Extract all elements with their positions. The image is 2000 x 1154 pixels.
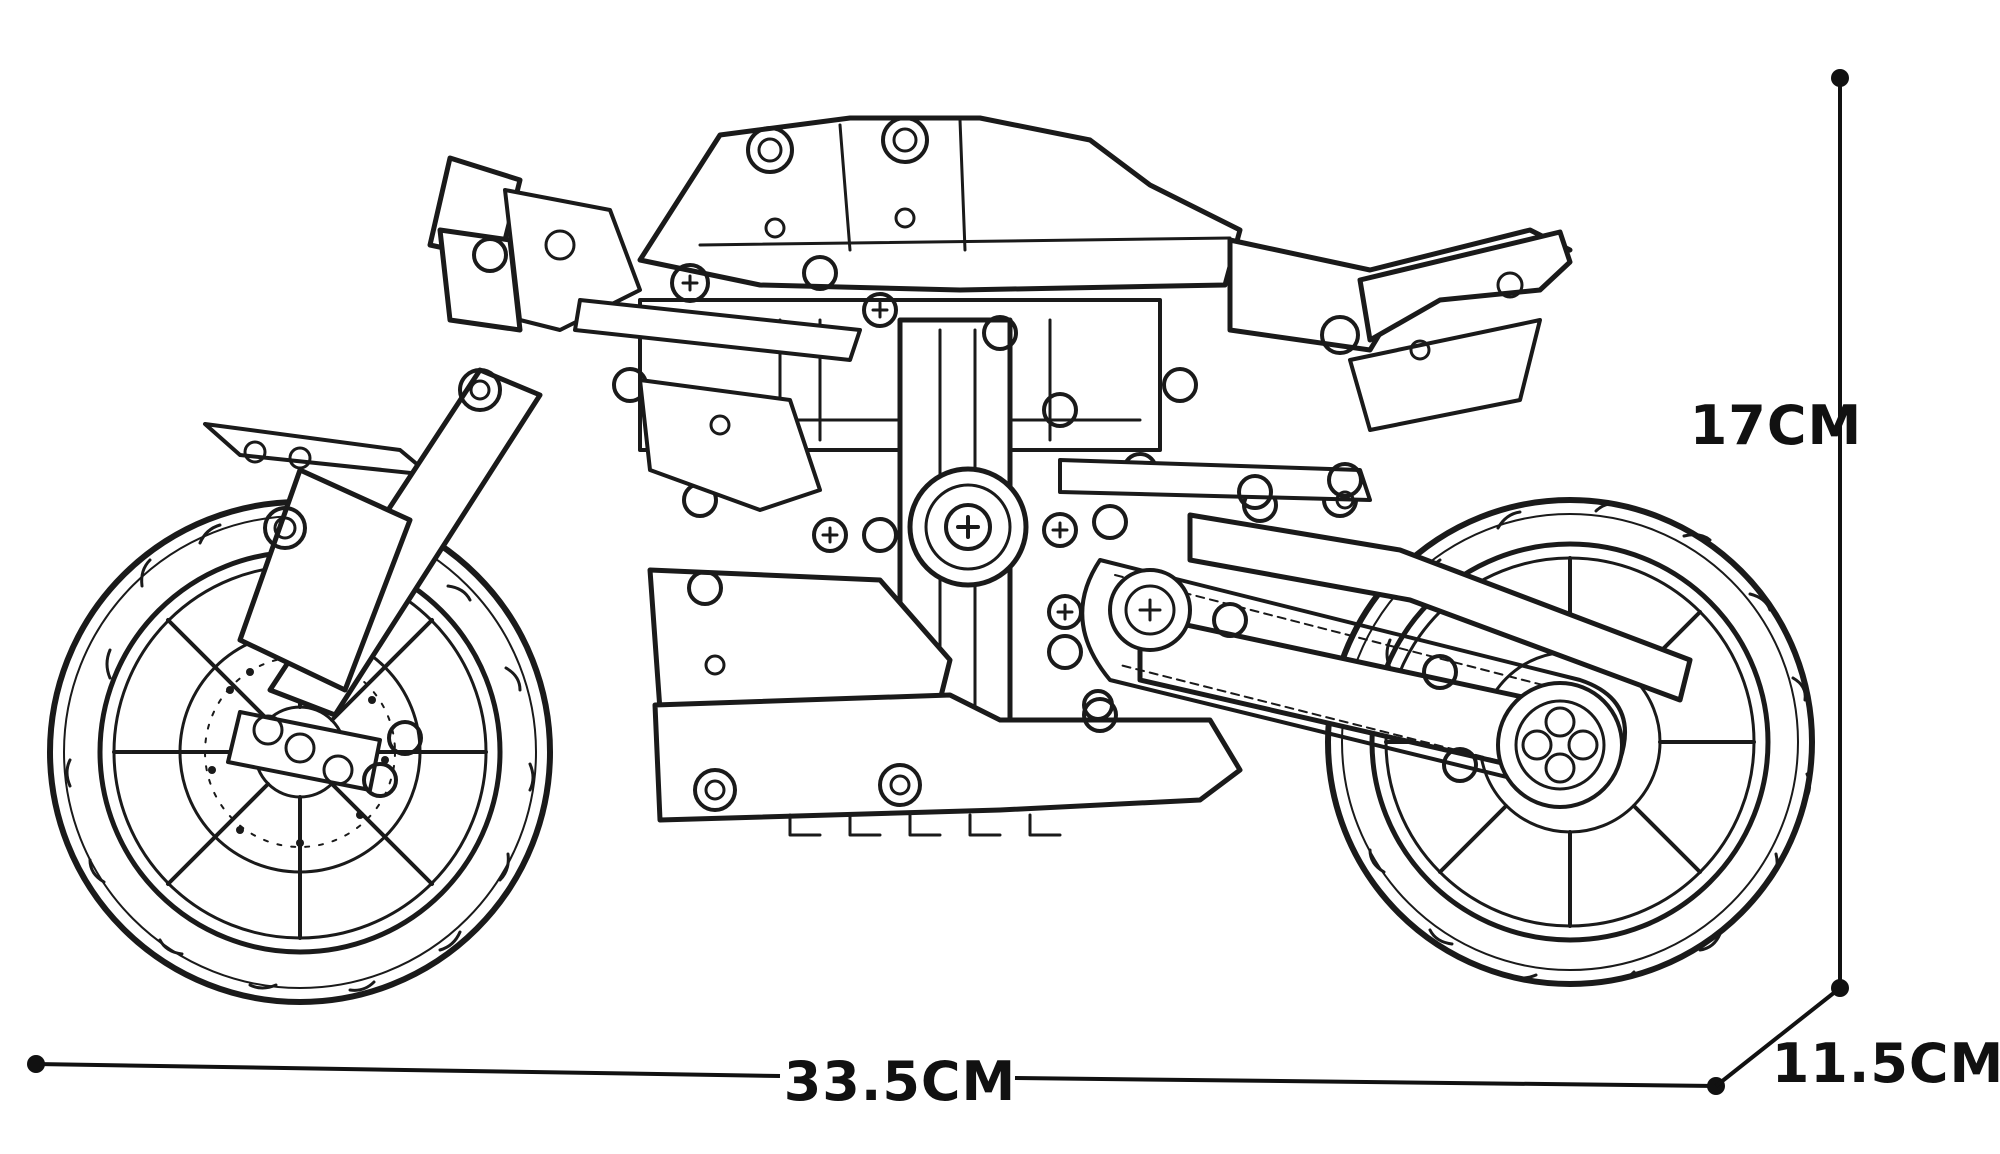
front-fork bbox=[226, 367, 543, 798]
seat-tail bbox=[1227, 227, 1573, 432]
engine-block bbox=[638, 298, 1243, 837]
rear-pins bbox=[1082, 474, 1355, 721]
motorcycle-icon bbox=[47, 115, 1815, 1005]
front-fender bbox=[203, 422, 432, 477]
swingarm-chain bbox=[1080, 512, 1693, 809]
fuel-tank bbox=[637, 115, 1243, 322]
width-dimension-line bbox=[1714, 986, 1842, 1088]
length-label: 33.5CM bbox=[784, 1050, 1017, 1113]
length-dimension-line-right bbox=[1014, 1076, 1717, 1088]
length-left-endpoint bbox=[27, 1055, 45, 1073]
frame-connectors bbox=[573, 255, 1372, 670]
headlight-cowl bbox=[427, 155, 642, 412]
height-label: 17CM bbox=[1690, 394, 1863, 457]
front-wheel bbox=[47, 499, 553, 1005]
length-dimension-line-left bbox=[35, 1062, 781, 1078]
width-label: 11.5CM bbox=[1772, 1032, 2000, 1095]
dimension-lines bbox=[27, 69, 1849, 1095]
height-top-endpoint bbox=[1831, 69, 1849, 87]
